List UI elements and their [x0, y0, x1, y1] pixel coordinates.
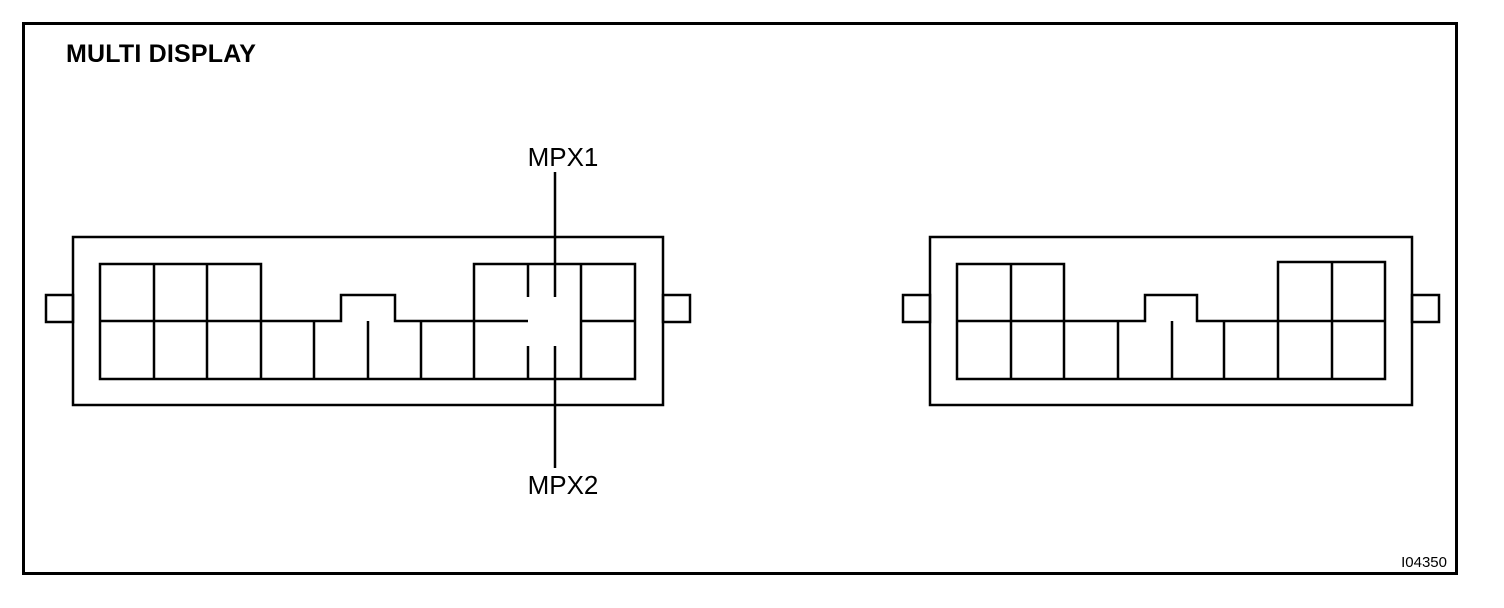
connector-right-latch-right — [1410, 293, 1441, 324]
figure-code: I04350 — [1401, 554, 1447, 571]
connector-left-latch-right — [661, 293, 692, 324]
diagram-frame — [22, 22, 1458, 575]
mpx1-label: MPX1 — [528, 142, 599, 172]
connector-right — [901, 235, 1441, 407]
connector-left — [44, 172, 692, 468]
connector-right-latch-left — [901, 293, 932, 324]
connector-left-top-dividers — [152, 264, 583, 321]
connector-left-latch-left — [44, 293, 75, 324]
diagram-title: MULTI DISPLAY — [66, 40, 257, 68]
connector-left-bottom-dividers — [152, 321, 583, 379]
mpx2-label: MPX2 — [528, 470, 599, 500]
connector-right-top-dividers — [1009, 262, 1334, 321]
connector-right-bottom-dividers — [1009, 321, 1334, 379]
